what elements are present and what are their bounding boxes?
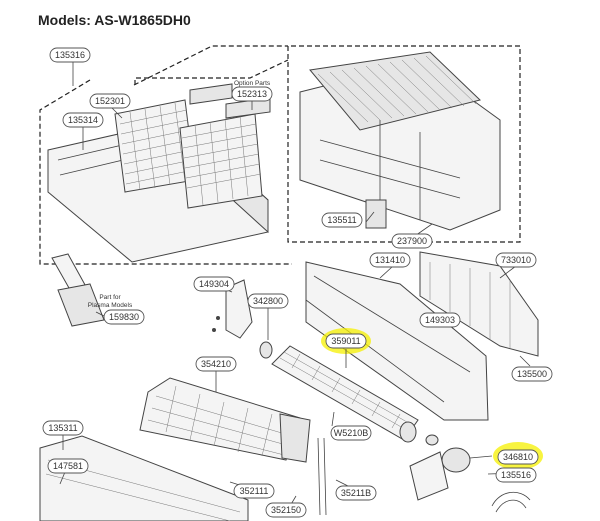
svg-text:135316: 135316	[55, 50, 85, 60]
svg-text:135314: 135314	[68, 115, 98, 125]
part-label-359011: 359011	[325, 333, 367, 349]
part-label-35211B: 35211B	[335, 485, 377, 501]
part-label-237900: 237900	[391, 233, 433, 249]
part-label-149304: 149304	[193, 276, 235, 292]
fan-motor-part	[409, 434, 471, 501]
svg-text:149303: 149303	[425, 315, 455, 325]
part-label-354210: 354210	[195, 356, 237, 372]
plasma-note-line1: Part for	[99, 294, 121, 301]
svg-text:159830: 159830	[109, 312, 139, 322]
svg-text:W5210B: W5210B	[334, 428, 369, 438]
part-label-147581: 147581	[47, 458, 89, 474]
side-bracket-part	[212, 279, 253, 339]
drain-pipe-part	[317, 437, 327, 516]
svg-text:152301: 152301	[95, 96, 125, 106]
part-label-152301: 152301	[89, 93, 131, 109]
svg-text:346810: 346810	[503, 452, 533, 462]
option-parts-group-boundary	[134, 59, 289, 85]
part-label-352111: 352111	[233, 483, 275, 499]
base-chassis-part	[305, 261, 489, 421]
svg-text:135511: 135511	[327, 215, 356, 225]
svg-text:352150: 352150	[271, 505, 301, 515]
part-label-152313: 152313	[231, 86, 273, 102]
svg-text:135500: 135500	[517, 369, 547, 379]
svg-text:352111: 352111	[240, 486, 269, 496]
svg-text:733010: 733010	[501, 255, 531, 265]
plasma-part	[51, 253, 105, 327]
part-label-159830: 159830	[103, 309, 145, 325]
option-parts-note: Option Parts	[234, 80, 271, 87]
cross-flow-fan-part	[271, 345, 419, 443]
page-title: Models: AS-W1865DH0	[38, 12, 191, 28]
front-panel-group-boundary	[133, 45, 288, 86]
plasma-note-line2: Plasma Models	[88, 302, 133, 309]
part-label-149303: 149303	[419, 312, 461, 328]
front-panel-group-boundary-left	[39, 79, 292, 265]
air-filter-part	[114, 99, 263, 209]
part-label-135516: 135516	[495, 467, 537, 483]
lower-panel-part	[39, 435, 249, 521]
svg-text:35211B: 35211B	[341, 488, 371, 498]
svg-text:147581: 147581	[53, 461, 83, 471]
svg-text:131410: 131410	[375, 255, 405, 265]
part-label-346810: 346810	[497, 449, 539, 465]
svg-text:149304: 149304	[199, 279, 229, 289]
part-label-135500: 135500	[511, 366, 553, 382]
svg-text:135516: 135516	[501, 470, 531, 480]
svg-text:237900: 237900	[397, 236, 427, 246]
svg-text:135311: 135311	[48, 423, 77, 433]
part-label-135511: 135511	[321, 212, 363, 228]
part-label-W5210B: W5210B	[330, 425, 372, 441]
part-label-733010: 733010	[495, 252, 537, 268]
cable-part	[491, 492, 531, 513]
part-label-135311: 135311	[42, 420, 84, 436]
svg-text:152313: 152313	[237, 89, 267, 99]
part-label-342800: 342800	[247, 293, 289, 309]
main-chassis-part	[299, 51, 501, 231]
part-label-135314: 135314	[62, 112, 104, 128]
bearing-part	[259, 341, 273, 359]
part-label-352150: 352150	[265, 502, 307, 518]
part-label-131410: 131410	[369, 252, 411, 268]
svg-text:354210: 354210	[201, 359, 231, 369]
svg-text:342800: 342800	[253, 296, 283, 306]
part-label-135316: 135316	[49, 47, 91, 63]
svg-text:359011: 359011	[331, 336, 360, 346]
evaporator-part	[139, 377, 311, 463]
chassis-group-boundary	[287, 45, 521, 243]
